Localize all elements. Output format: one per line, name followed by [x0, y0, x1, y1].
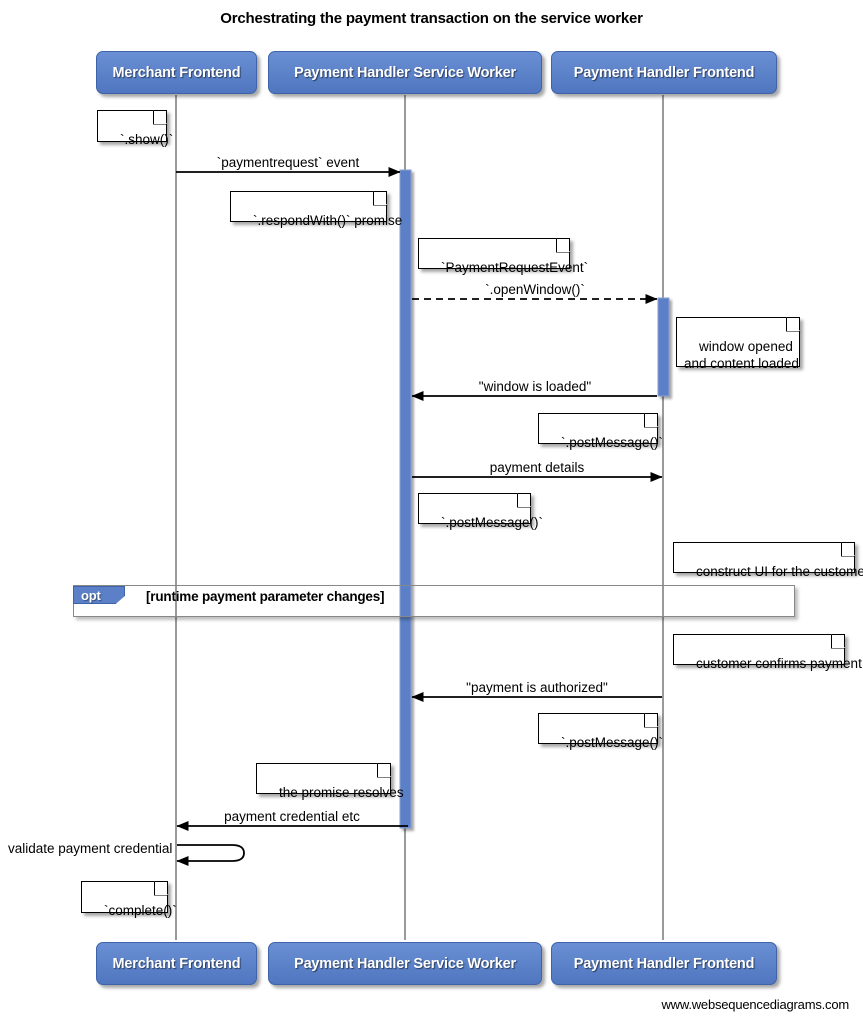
note-postmessage-authorized: `.postMessage()`	[538, 713, 663, 750]
participant-payment-handler-frontend-bottom[interactable]: Payment Handler Frontend	[551, 942, 777, 985]
note-text: customer confirms payment	[696, 656, 862, 671]
fragment-opt-condition: [runtime payment parameter changes]	[146, 589, 385, 604]
message-arrows	[176, 167, 663, 866]
participant-payment-handler-frontend-top[interactable]: Payment Handler Frontend	[551, 51, 777, 94]
note-text: window opened and content loaded	[684, 339, 799, 371]
note-customer-confirms-payment: customer confirms payment	[673, 634, 862, 671]
message-label-paymentrequest-event: `paymentrequest` event	[216, 155, 360, 170]
fragment-opt-tab: opt	[73, 586, 125, 604]
note-respondwith-promise: `.respondWith()` promise	[230, 191, 402, 228]
footer-watermark: www.websequencediagrams.com	[661, 997, 849, 1012]
participant-label: Payment Handler Frontend	[573, 955, 755, 972]
note-text: construct UI for the customer	[696, 564, 863, 579]
participant-payment-handler-service-worker-bottom[interactable]: Payment Handler Service Worker	[268, 942, 542, 985]
note-complete: `complete()`	[81, 881, 177, 918]
note-window-opened-and-content-loaded: window opened and content loaded	[676, 317, 800, 371]
note-the-promise-resolves: the promise resolves	[256, 763, 404, 800]
participant-merchant-frontend-top[interactable]: Merchant Frontend	[96, 51, 257, 94]
participant-label: Payment Handler Frontend	[573, 64, 755, 81]
note-postmessage-phf-to-sw: `.postMessage()`	[538, 413, 663, 450]
activation-bars	[399, 169, 670, 829]
note-construct-ui-for-the-customer: construct UI for the customer	[673, 542, 863, 579]
participant-label: Payment Handler Service Worker	[294, 955, 516, 972]
participant-label: Payment Handler Service Worker	[294, 64, 516, 81]
message-label-payment-is-authorized: "payment is authorized"	[466, 680, 608, 695]
message-label-window-is-loaded: "window is loaded"	[478, 379, 592, 394]
note-text: `.postMessage()`	[441, 515, 544, 530]
note-text: `complete()`	[104, 903, 177, 918]
participant-label: Merchant Frontend	[112, 64, 241, 81]
message-label-openwindow: `.openWindow()`	[485, 282, 585, 297]
message-label-payment-credential-etc: payment credential etc	[224, 809, 360, 824]
note-text: `PaymentRequestEvent`	[441, 260, 589, 275]
note-text: `.respondWith()` promise	[253, 213, 403, 228]
participant-label: Merchant Frontend	[112, 955, 241, 972]
note-paymentrequestevent: `PaymentRequestEvent`	[418, 238, 588, 275]
participant-merchant-frontend-bottom[interactable]: Merchant Frontend	[96, 942, 257, 985]
note-text: `.show()`	[120, 132, 174, 147]
note-text: `.postMessage()`	[561, 435, 664, 450]
activation-bar-phf	[657, 297, 670, 397]
diagram-title: Orchestrating the payment transaction on…	[220, 10, 643, 27]
participant-payment-handler-service-worker-top[interactable]: Payment Handler Service Worker	[268, 51, 542, 94]
fragment-type-label: opt	[81, 588, 101, 603]
message-label-payment-details: payment details	[489, 460, 585, 475]
note-text: `.postMessage()`	[561, 735, 664, 750]
message-label-validate-payment-credential: validate payment credential	[8, 841, 173, 856]
note-text: the promise resolves	[279, 785, 404, 800]
note-postmessage-sw-to-phf: `.postMessage()`	[418, 493, 543, 530]
activation-bar-sw	[399, 169, 412, 829]
arrow-validate-payment-credential	[176, 844, 245, 866]
note-show: `.show()`	[97, 110, 173, 147]
